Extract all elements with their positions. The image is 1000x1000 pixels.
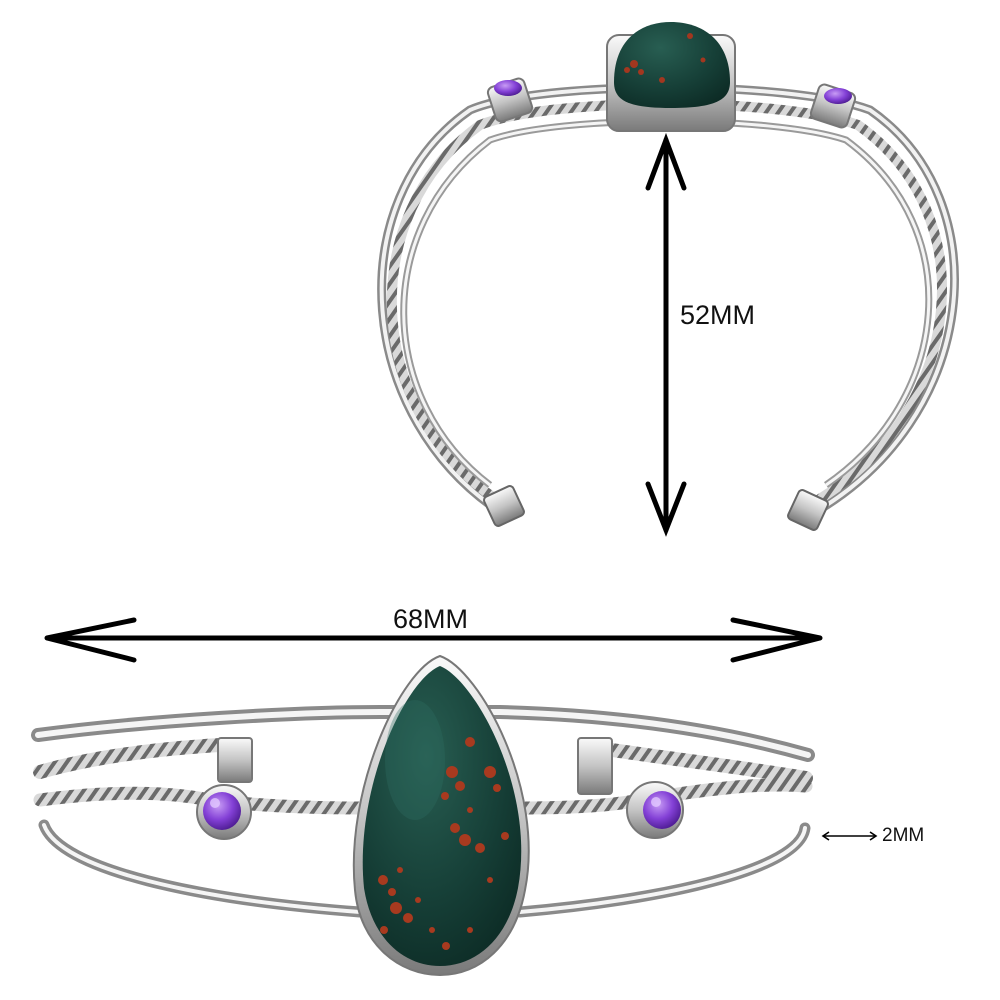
cuff-front-amethyst-left	[196, 784, 252, 840]
cuff-front-view	[31, 654, 815, 977]
small-double-arrow-icon	[821, 831, 878, 841]
cuff-top-end-cap-right	[787, 489, 829, 531]
cuff-top-view	[377, 22, 959, 531]
width-dimension-label: 68MM	[393, 604, 469, 634]
cuff-top-amethyst-right	[809, 83, 857, 129]
cuff-front-bloodstone	[362, 666, 522, 966]
horizontal-double-arrow-icon	[44, 617, 823, 663]
vertical-double-arrow-icon	[645, 132, 687, 537]
band-width-label: 2MM	[882, 825, 925, 846]
cuff-top-amethyst-left	[486, 77, 534, 123]
cuff-top-bloodstone	[614, 22, 730, 108]
cuff-front-post-left	[217, 737, 253, 783]
cuff-front-stone-spots	[378, 737, 509, 950]
cuff-front-twisted-wire-upper	[33, 738, 813, 785]
cuff-top-stone-spots	[624, 33, 706, 83]
cuff-top-end-cap-left	[483, 485, 525, 527]
cuff-front-amethyst-right	[626, 781, 684, 839]
height-dimension-label: 52MM	[680, 300, 756, 330]
cuff-front-post-right	[577, 737, 613, 795]
